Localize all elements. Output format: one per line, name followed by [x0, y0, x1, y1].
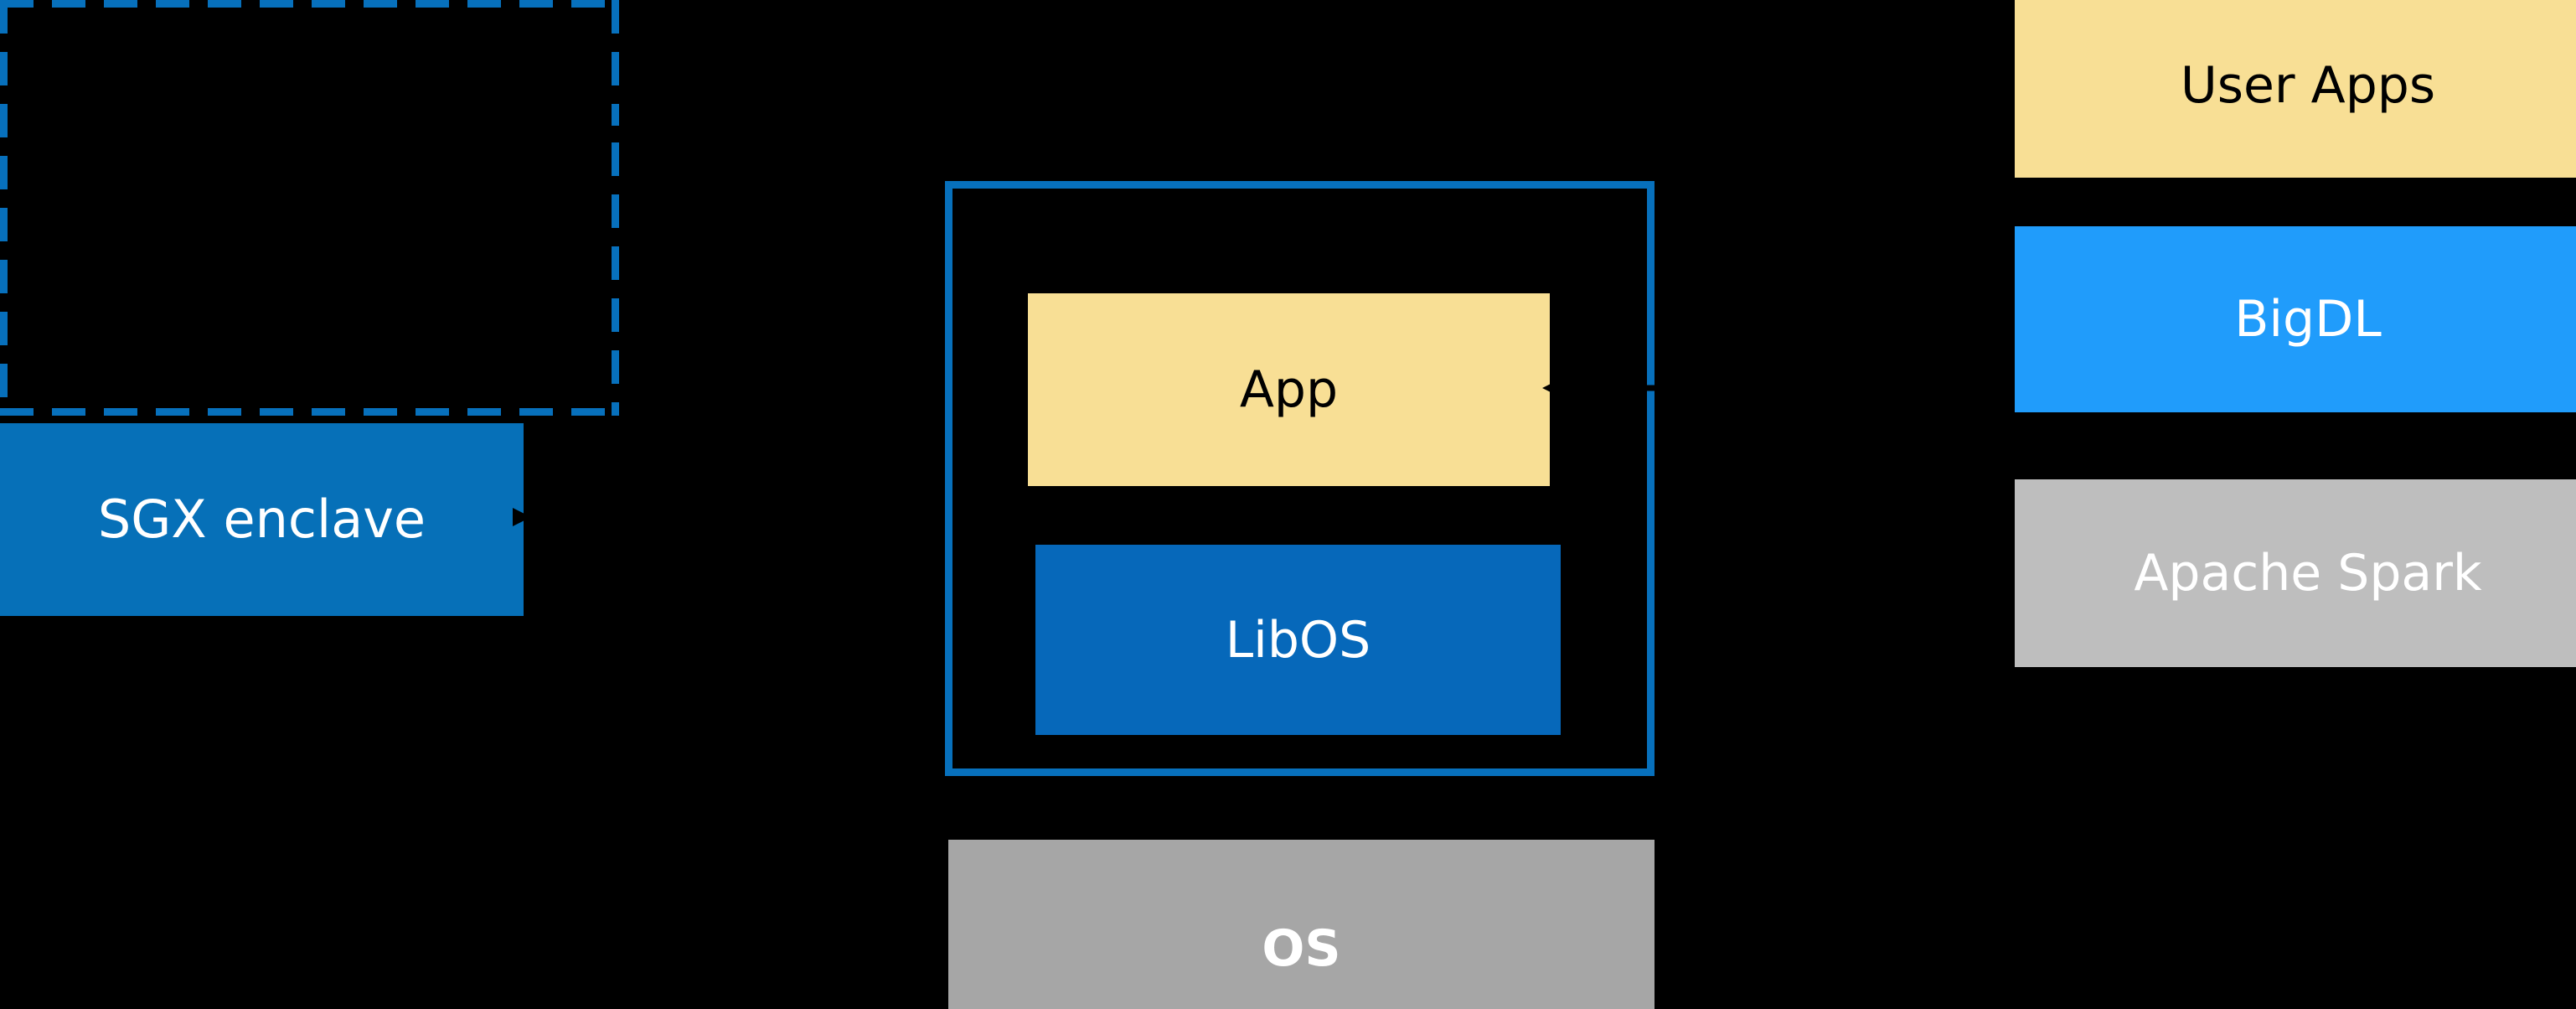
node-app-label: App: [1239, 360, 1339, 419]
node-app[interactable]: App: [1028, 293, 1550, 486]
container-libos-dashed-boundary[interactable]: [0, 0, 619, 416]
dashed-edge-right-lower: [612, 142, 619, 416]
node-libos[interactable]: LibOS: [1035, 545, 1561, 735]
node-bigdl-label: BigDL: [2234, 290, 2382, 349]
container-sgx-enclave-boundary[interactable]: [945, 181, 1655, 776]
connector-sgx-enclave-to-container: [513, 508, 945, 526]
node-user-apps[interactable]: User Apps: [2015, 0, 2576, 178]
dashed-edge-top: [0, 0, 619, 8]
node-libos-label: LibOS: [1225, 610, 1371, 670]
node-sgx-enclave-label: SGX enclave: [97, 488, 426, 550]
dashed-edge-right-upper: [612, 0, 619, 126]
node-user-apps-label: User Apps: [2180, 56, 2436, 115]
node-os[interactable]: OS: [948, 840, 1655, 1009]
dashed-edge-left: [0, 0, 8, 416]
node-bigdl[interactable]: BigDL: [2015, 226, 2576, 412]
node-apache-spark[interactable]: Apache Spark: [2015, 479, 2576, 667]
node-apache-spark-label: Apache Spark: [2134, 544, 2482, 603]
dashed-edge-bottom: [0, 408, 619, 416]
node-sgx-enclave[interactable]: SGX enclave: [0, 423, 524, 616]
node-os-label: OS: [1262, 919, 1341, 978]
